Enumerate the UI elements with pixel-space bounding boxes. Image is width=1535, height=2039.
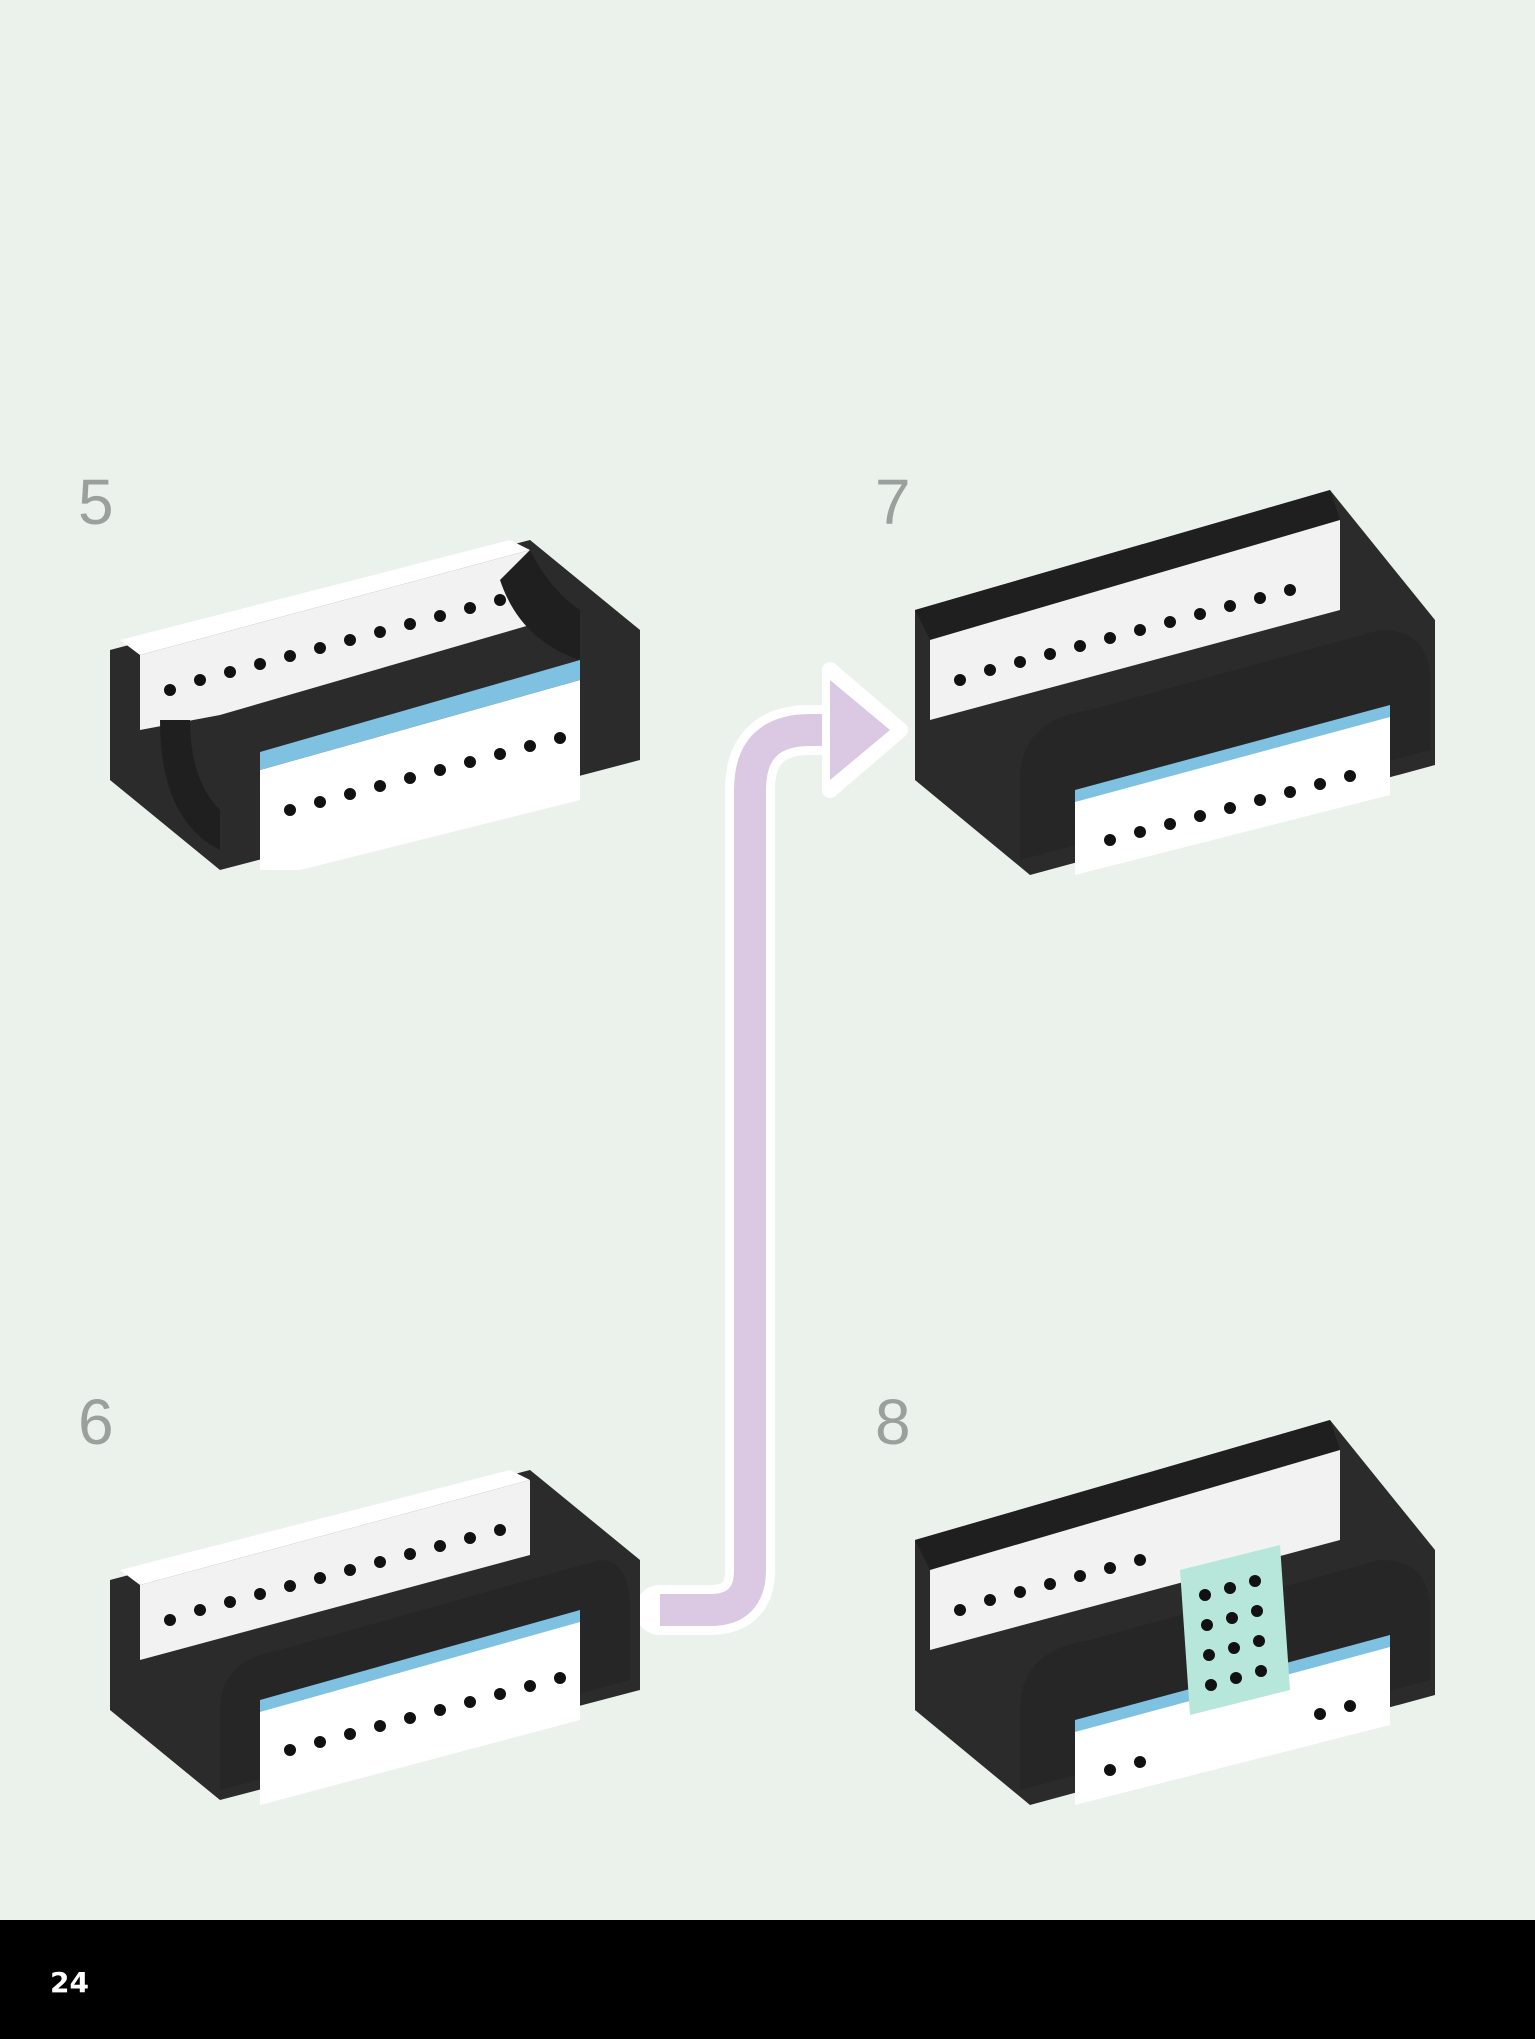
curved-slope-back bbox=[500, 550, 580, 660]
studs bbox=[164, 594, 566, 816]
page-footer: 24 bbox=[0, 1920, 1535, 2039]
mint-plate bbox=[1180, 1545, 1290, 1715]
back-wall-top bbox=[120, 1470, 530, 1585]
blue-strip bbox=[1075, 705, 1390, 802]
back-wall-face bbox=[930, 520, 1340, 720]
curved-slope bbox=[160, 720, 220, 850]
blue-plate bbox=[260, 660, 580, 770]
back-wall-top bbox=[120, 540, 530, 655]
front-wall-face bbox=[1075, 1645, 1390, 1805]
back-wall-face bbox=[930, 1450, 1340, 1650]
back-wall-face bbox=[140, 1480, 530, 1660]
page-number: 24 bbox=[50, 1966, 89, 1999]
front-wall-face bbox=[1075, 715, 1390, 875]
step-number-5: 5 bbox=[78, 466, 114, 538]
back-wall-face bbox=[140, 550, 530, 730]
step-7-illustration bbox=[915, 490, 1435, 875]
step-number-8: 8 bbox=[875, 1386, 911, 1458]
step-5-illustration bbox=[110, 540, 640, 870]
step-number-7: 7 bbox=[875, 466, 911, 538]
front-wall-face bbox=[260, 680, 580, 870]
studs bbox=[164, 1524, 566, 1756]
front-wall-face bbox=[260, 1620, 580, 1805]
step-8-illustration bbox=[915, 1420, 1435, 1805]
step-arrow-icon bbox=[640, 662, 908, 1635]
step-number-6: 6 bbox=[78, 1386, 114, 1458]
back-wall-top bbox=[915, 1420, 1340, 1570]
back-wall-top bbox=[915, 490, 1340, 640]
studs bbox=[954, 584, 1356, 846]
step-6-illustration bbox=[110, 1470, 640, 1805]
studs bbox=[954, 1554, 1356, 1776]
blue-strip bbox=[260, 1610, 580, 1712]
